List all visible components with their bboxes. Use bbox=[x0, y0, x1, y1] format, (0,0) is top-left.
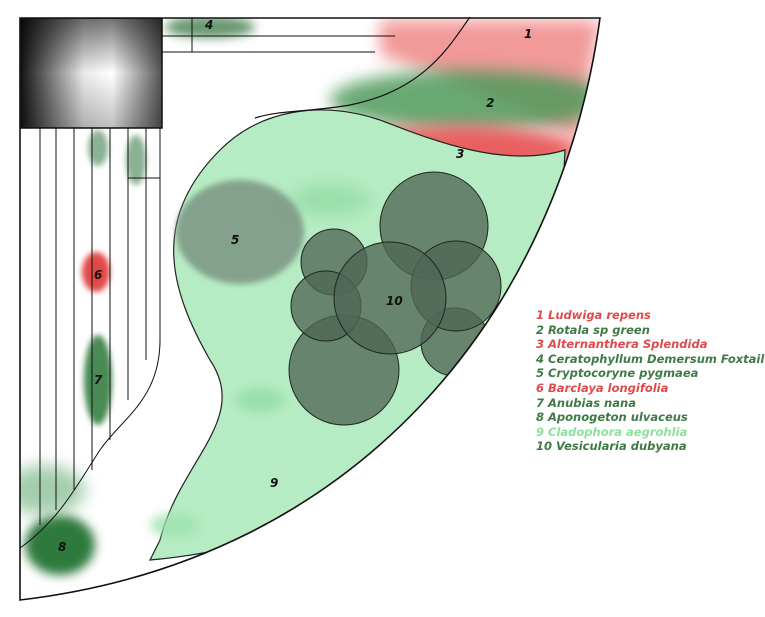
legend-item-9: 9 Cladophora aegrohlia bbox=[536, 424, 688, 439]
label-1: 1 bbox=[524, 27, 532, 41]
small-green-plants bbox=[88, 130, 146, 185]
label-8: 8 bbox=[58, 540, 66, 554]
legend-item-3: 3 Alternanthera Splendida bbox=[536, 337, 708, 352]
legend-item-6: 6 Barclaya longifolia bbox=[536, 380, 669, 395]
label-2: 2 bbox=[486, 96, 494, 110]
top-right-divider bbox=[254, 16, 471, 119]
barclaya-longifolia-plant bbox=[82, 252, 110, 292]
ceratophyllum-foxtail-plant bbox=[165, 18, 255, 38]
tank-outline bbox=[19, 17, 601, 601]
legend-item-2: 2 Rotala sp green bbox=[536, 322, 650, 337]
label-4: 4 bbox=[204, 18, 213, 32]
label-9: 9 bbox=[270, 476, 278, 490]
label-5: 5 bbox=[231, 233, 239, 247]
label-6: 6 bbox=[94, 268, 102, 282]
legend-item-5: 5 Cryptocoryne pygmaea bbox=[536, 366, 699, 381]
legend-item-8: 8 Aponogeton ulvaceus bbox=[536, 410, 688, 425]
left-slats bbox=[20, 128, 161, 549]
legend-item-4: 4 Ceratophyllum Demersum Foxtail bbox=[536, 351, 765, 366]
equipment-box bbox=[20, 18, 163, 129]
label-3: 3 bbox=[456, 147, 464, 161]
cryptocoryne-pygmaea-plant bbox=[176, 180, 304, 284]
plant-legend: 1 Ludwiga repens 2 Rotala sp green 3 Alt… bbox=[536, 308, 764, 454]
legend-item-1: 1 Ludwiga repens bbox=[536, 308, 651, 322]
anubias-nana-plant bbox=[84, 335, 112, 425]
legend-item-10: 10 Vesicularia dubyana bbox=[536, 439, 687, 454]
rotala-green-plant bbox=[330, 70, 600, 130]
top-slats bbox=[162, 18, 395, 53]
legend-item-7: 7 Anubias nana bbox=[536, 395, 636, 410]
label-7: 7 bbox=[94, 373, 103, 387]
vesicularia-moss-cluster bbox=[288, 171, 502, 426]
label-10: 10 bbox=[386, 294, 403, 308]
